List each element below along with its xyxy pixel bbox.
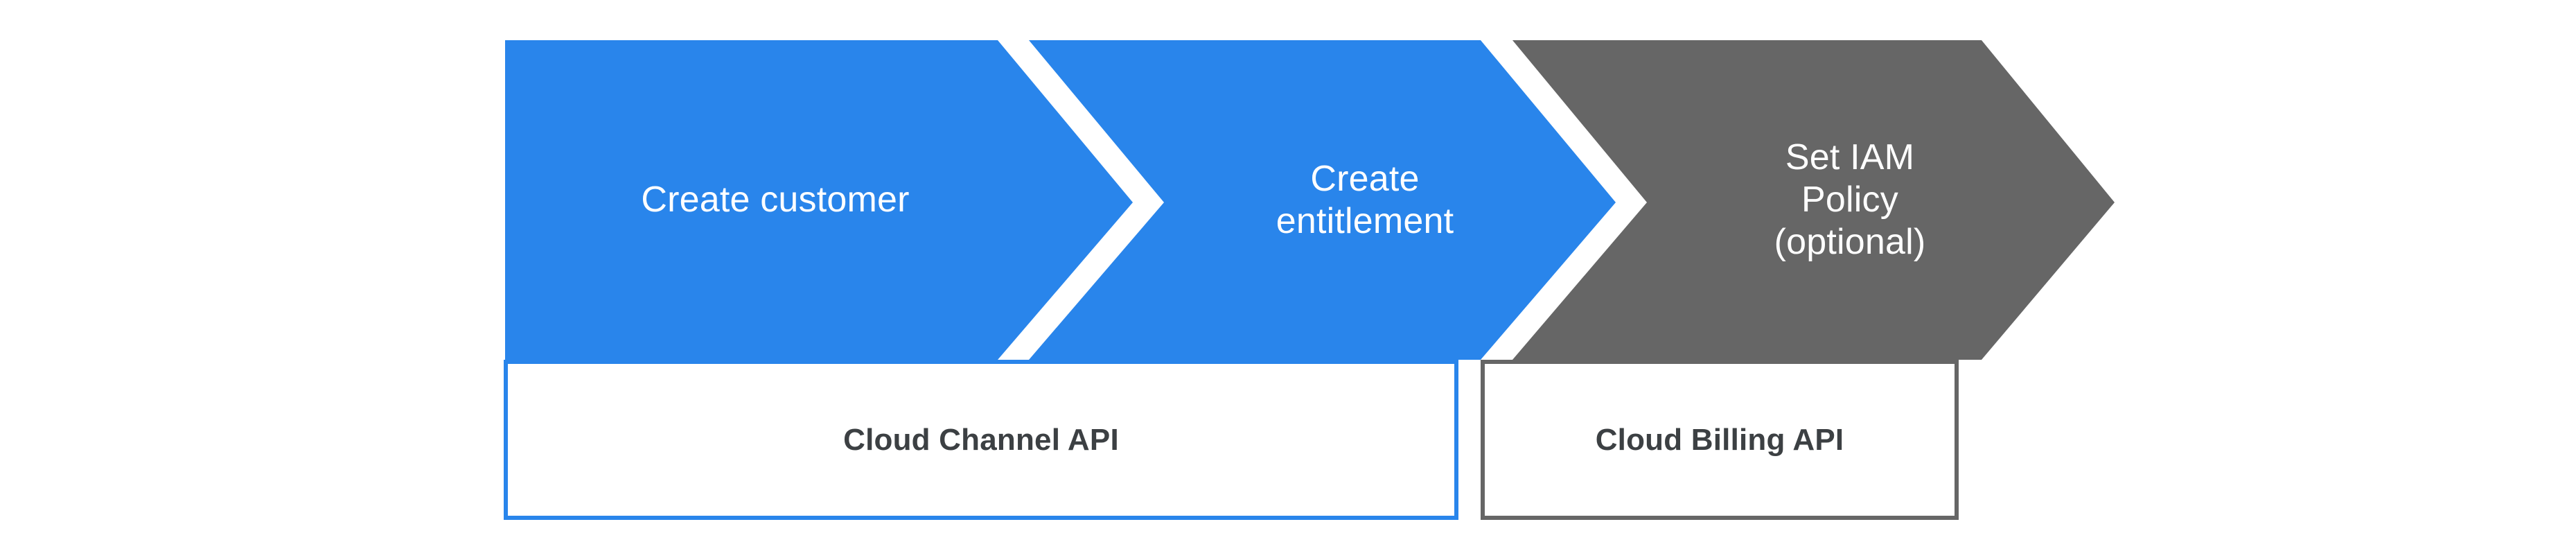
chevron-shape-step-3[interactable] bbox=[1512, 40, 2115, 360]
api-group-label: Cloud Billing API bbox=[1595, 422, 1844, 457]
chevron-shape-step-1[interactable] bbox=[505, 40, 1133, 360]
api-group-box-cloud-channel-api[interactable]: Cloud Channel API bbox=[504, 360, 1458, 520]
chevron-shape-step-2[interactable] bbox=[1029, 40, 1616, 360]
api-group-box-cloud-billing-api[interactable]: Cloud Billing API bbox=[1481, 360, 1959, 520]
api-group-label: Cloud Channel API bbox=[843, 422, 1119, 457]
